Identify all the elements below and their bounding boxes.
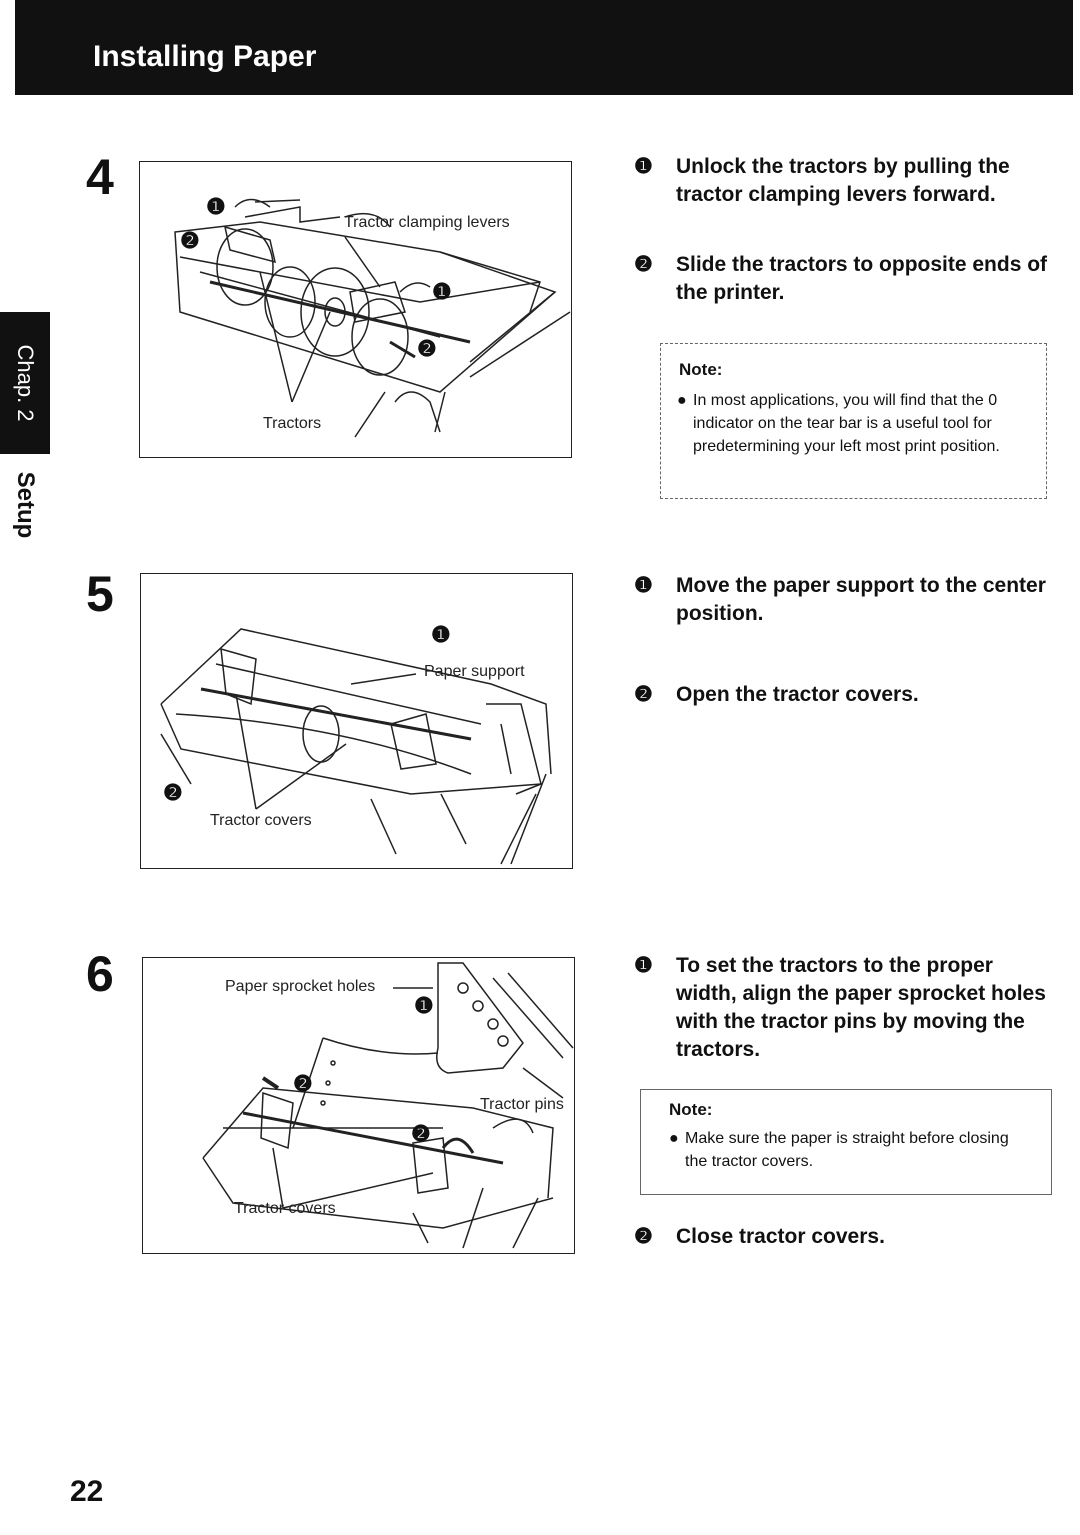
callout-2: ❷ xyxy=(180,228,200,253)
paper-support-illustration xyxy=(160,628,552,865)
note-body: ● Make sure the paper is straight before… xyxy=(669,1127,1029,1173)
note-box-step-4: Note: ● In most applications, you will f… xyxy=(660,343,1047,499)
note-box-step-6: Note: ● Make sure the paper is straight … xyxy=(640,1089,1052,1195)
note-title: Note: xyxy=(669,1100,713,1119)
instruction-text: Slide the tractors to opposite ends of t… xyxy=(676,253,1048,304)
tractor-unlock-illustration xyxy=(174,198,571,438)
chapter-tab-label: Chap. 2 xyxy=(13,344,38,422)
note-title: Note: xyxy=(679,360,723,379)
step-number-5: 5 xyxy=(86,566,114,622)
label-paper-support: Paper support xyxy=(424,663,525,680)
step-marker: ❷ xyxy=(634,683,653,706)
label-paper-sprocket-holes: Paper sprocket holes xyxy=(225,978,376,995)
note-body: ● In most applications, you will find th… xyxy=(677,389,1022,458)
step-6-instruction-2: ❷ Close tractor covers. xyxy=(634,1223,1054,1251)
bullet-icon: ● xyxy=(677,392,687,409)
page-number: 22 xyxy=(70,1475,104,1508)
step-marker: ❶ xyxy=(634,574,653,597)
figure-step-6: Paper sprocket holes Tractor pins Tracto… xyxy=(142,957,575,1254)
step-marker: ❷ xyxy=(634,1225,653,1248)
step-5-instruction-2: ❷ Open the tractor covers. xyxy=(634,681,1054,709)
instruction-text: Close tractor covers. xyxy=(676,1225,885,1248)
instruction-text: To set the tractors to the proper width,… xyxy=(676,954,1046,1061)
step-marker: ❶ xyxy=(634,155,653,178)
callout-2-right: ❷ xyxy=(411,1121,431,1146)
step-number-4: 4 xyxy=(86,149,114,205)
chapter-tab: Chap. 2 xyxy=(0,312,50,454)
callout-1-right: ❶ xyxy=(432,279,452,304)
bullet-icon: ● xyxy=(669,1130,679,1147)
step-4-instruction-1: ❶ Unlock the tractors by pulling the tra… xyxy=(634,153,1054,209)
figure-step-5: Paper support Tractor covers ❶ ❷ xyxy=(140,573,573,869)
step-6-instruction-1: ❶ To set the tractors to the proper widt… xyxy=(634,952,1054,1064)
callout-2: ❷ xyxy=(163,780,183,805)
step-4-instruction-2: ❷ Slide the tractors to opposite ends of… xyxy=(634,251,1054,307)
callout-2-left: ❷ xyxy=(293,1071,313,1096)
instruction-text: Open the tractor covers. xyxy=(676,683,919,706)
instruction-text: Unlock the tractors by pulling the tract… xyxy=(676,155,1010,206)
note-text: Make sure the paper is straight before c… xyxy=(685,1130,1009,1170)
instruction-text: Move the paper support to the center pos… xyxy=(676,574,1046,625)
tractor-pins-illustration xyxy=(202,962,574,1249)
callout-2-right: ❷ xyxy=(417,336,437,361)
step-number-6: 6 xyxy=(86,946,114,1002)
label-tractor-covers: Tractor covers xyxy=(210,812,312,829)
note-text: In most applications, you will find that… xyxy=(693,392,1000,455)
callout-1: ❶ xyxy=(431,622,451,647)
callout-1: ❶ xyxy=(206,194,226,219)
callout-1: ❶ xyxy=(414,993,434,1018)
header-bar: Installing Paper xyxy=(15,0,1073,95)
label-tractor-pins: Tractor pins xyxy=(480,1096,564,1113)
section-label: Setup xyxy=(12,471,39,539)
label-tractor-covers: Tractor covers xyxy=(234,1200,336,1217)
label-tractor-clamping-levers: Tractor clamping levers xyxy=(344,214,510,231)
step-marker: ❶ xyxy=(634,954,653,977)
figure-step-4: Tractor clamping levers Tractors ❶ ❷ ❶ ❷ xyxy=(139,161,572,458)
label-tractors: Tractors xyxy=(263,415,322,432)
step-marker: ❷ xyxy=(634,253,653,276)
page-title: Installing Paper xyxy=(93,40,317,73)
step-5-instruction-1: ❶ Move the paper support to the center p… xyxy=(634,572,1054,628)
